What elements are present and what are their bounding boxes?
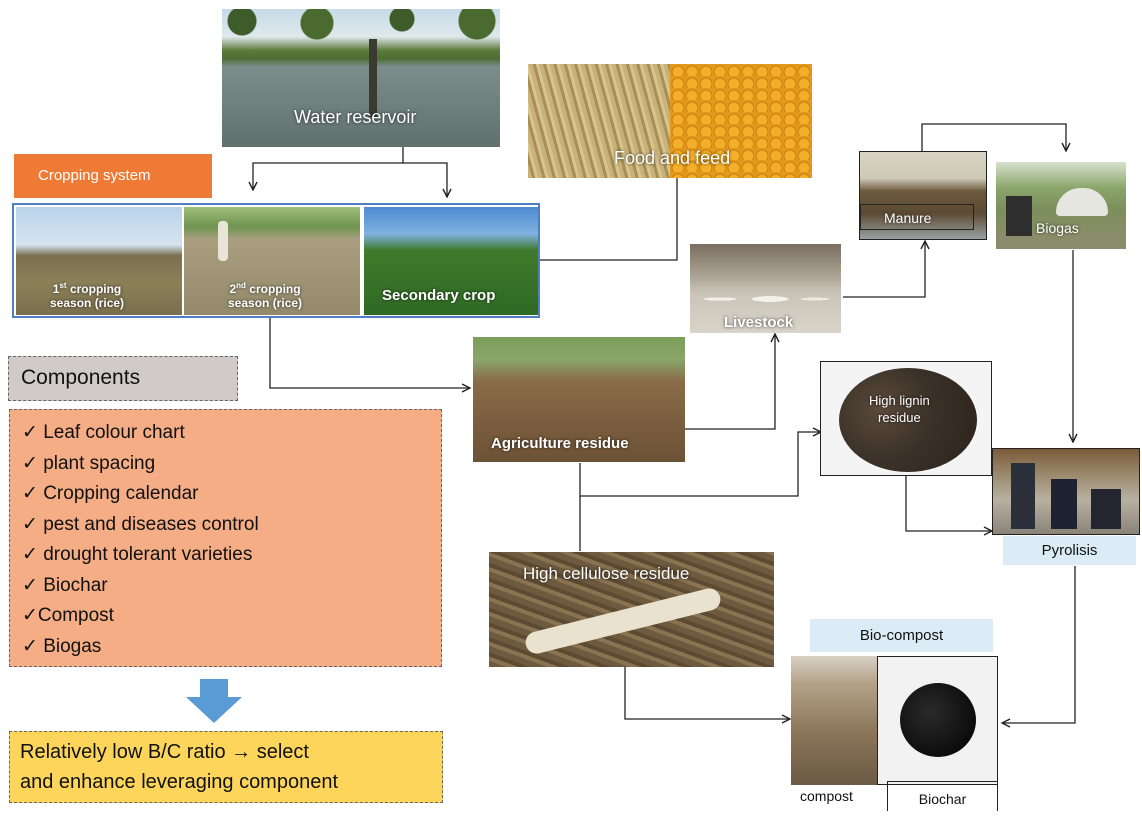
- component-item-3: ✓ Cropping calendar: [22, 483, 199, 504]
- water-reservoir-label: Water reservoir: [294, 107, 417, 127]
- rice-grain-image: [528, 64, 670, 178]
- components-list-box: ✓ Leaf colour chart ✓ plant spacing ✓ Cr…: [9, 409, 442, 667]
- high-lignin-residue-photo: High lignin residue: [820, 361, 992, 476]
- first-season-photo: 1st cropping season (rice): [16, 207, 182, 315]
- arrow-residue-to-livestock: [685, 334, 775, 430]
- pyrolisis-label: Pyrolisis: [1041, 542, 1098, 559]
- bio-compost-label-box: Bio-compost: [810, 619, 993, 652]
- farmer-figure: [218, 221, 228, 261]
- compost-label: compost: [800, 788, 853, 804]
- agriculture-residue-label: Agriculture residue: [491, 435, 629, 452]
- component-item-4: ✓ pest and diseases control: [22, 513, 259, 535]
- conclusion-box: Relatively low B/C ratio → select and en…: [9, 731, 443, 803]
- biogas-dome: [1056, 188, 1108, 216]
- arrow-livestock-to-manure: [843, 241, 925, 298]
- arrow-lignin-to-pyrolisis: [905, 475, 992, 531]
- food-and-feed-label: Food and feed: [614, 148, 731, 168]
- biochar-label: Biochar: [918, 791, 967, 807]
- component-item-5: ✓ drought tolerant varieties: [22, 544, 253, 565]
- component-item-2: ✓ plant spacing: [22, 452, 156, 474]
- conclusion-line-2: and enhance leveraging component: [20, 771, 339, 793]
- cropping-system-frame: 1st cropping season (rice) 2nd cropping …: [12, 203, 540, 318]
- high-cellulose-residue-photo: High cellulose residue: [489, 552, 774, 667]
- arrow-reservoir-to-first-season: [253, 147, 404, 190]
- high-cellulose-label: High cellulose residue: [523, 564, 690, 583]
- livestock-photo: Livestock: [690, 244, 841, 333]
- conclusion-line-1: Relatively low B/C ratio → select: [20, 741, 309, 763]
- component-item-7: ✓Compost: [22, 605, 114, 626]
- pyrolisis-drum-3: [1091, 489, 1121, 529]
- cropping-system-text: Cropping system: [38, 167, 151, 184]
- water-reservoir-photo: Water reservoir: [222, 9, 500, 147]
- compost-photo: [791, 656, 877, 785]
- arrow-cellulose-to-compost: [624, 667, 790, 719]
- straw-stalk: [523, 586, 723, 656]
- arrow-manure-to-biogas: [921, 123, 1066, 152]
- biochar-pile: [900, 683, 976, 757]
- manure-label-box: [860, 204, 974, 230]
- second-season-photo: 2nd cropping season (rice): [184, 207, 360, 315]
- arrow-cropping-to-residue: [269, 318, 470, 388]
- pyrolisis-photo: [992, 448, 1140, 535]
- manure-photo: Manure: [859, 151, 987, 240]
- pyrolisis-label-box: Pyrolisis: [1003, 536, 1136, 565]
- agriculture-residue-photo: Agriculture residue: [473, 337, 685, 462]
- arrow-reservoir-to-secondary: [403, 162, 447, 197]
- livestock-label: Livestock: [724, 314, 794, 331]
- reservoir-post: [369, 39, 377, 117]
- arrow-pyrolisis-to-biochar: [1002, 566, 1076, 723]
- secondary-crop-photo: Secondary crop: [364, 207, 538, 315]
- manure-label: Manure: [884, 210, 932, 226]
- corn-image: [670, 64, 812, 178]
- secondary-crop-label: Secondary crop: [382, 287, 496, 304]
- pyrolisis-drum-1: [1011, 463, 1035, 529]
- reservoir-trees: [222, 9, 500, 41]
- pyrolisis-drum-2: [1051, 479, 1077, 529]
- compost-caption: compost: [800, 788, 853, 804]
- biogas-photo: Biogas: [996, 162, 1126, 249]
- component-item-1: ✓ Leaf colour chart: [22, 422, 185, 443]
- cropping-system-label: Cropping system: [14, 154, 212, 198]
- lignin-pile: [839, 368, 977, 472]
- second-season-label: 2nd cropping season (rice): [228, 281, 303, 310]
- down-arrow-icon: [186, 679, 242, 723]
- biogas-tank: [1006, 196, 1032, 236]
- biogas-label: Biogas: [1036, 220, 1079, 236]
- biochar-caption-box: Biochar: [887, 781, 998, 811]
- bio-compost-label: Bio-compost: [859, 627, 944, 644]
- first-season-label: 1st cropping season (rice): [50, 281, 125, 310]
- food-and-feed-photo: Food and feed: [528, 64, 812, 178]
- high-lignin-label: High lignin residue: [869, 393, 930, 425]
- component-item-6: ✓ Biochar: [22, 574, 108, 596]
- cattle-shapes: [700, 288, 830, 310]
- components-title: Components: [21, 366, 141, 389]
- component-item-8: ✓ Biogas: [22, 635, 102, 657]
- biochar-photo: [877, 656, 998, 785]
- components-title-box: Components: [8, 356, 238, 401]
